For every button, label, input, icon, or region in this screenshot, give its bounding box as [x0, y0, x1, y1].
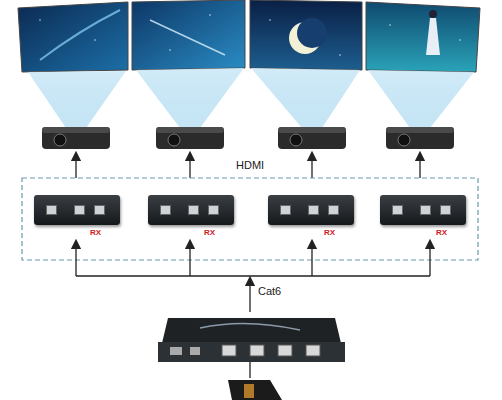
receiver-device — [34, 195, 120, 225]
port — [420, 205, 431, 215]
device-label: RX — [204, 228, 215, 237]
screen-wall — [18, 0, 480, 72]
receiver-box: RX — [148, 195, 234, 239]
port — [440, 205, 451, 215]
port — [46, 205, 57, 215]
port — [308, 205, 319, 215]
signal-label: HDMI — [236, 159, 264, 171]
transmitter — [158, 318, 345, 362]
port — [188, 205, 199, 215]
device-label: RX — [324, 228, 335, 237]
source-pc — [228, 362, 282, 400]
receiver-device — [148, 195, 234, 225]
receiver-group — [22, 178, 478, 260]
port — [208, 205, 219, 215]
port — [328, 205, 339, 215]
receiver-device — [380, 195, 466, 225]
receiver-device — [268, 195, 354, 225]
hdmi-wires — [76, 156, 420, 178]
port — [392, 205, 403, 215]
receiver-box: RX — [380, 195, 466, 239]
port — [94, 205, 105, 215]
receiver-box: RX — [268, 195, 354, 239]
light-cones — [28, 68, 474, 128]
signal-label: Cat6 — [258, 285, 281, 297]
device-label: RX — [90, 228, 101, 237]
port — [160, 205, 171, 215]
cat6-wires — [76, 244, 430, 312]
port — [74, 205, 85, 215]
projectors — [42, 127, 454, 149]
receiver-box: RX — [34, 195, 120, 239]
device-label: RX — [436, 228, 447, 237]
port — [280, 205, 291, 215]
